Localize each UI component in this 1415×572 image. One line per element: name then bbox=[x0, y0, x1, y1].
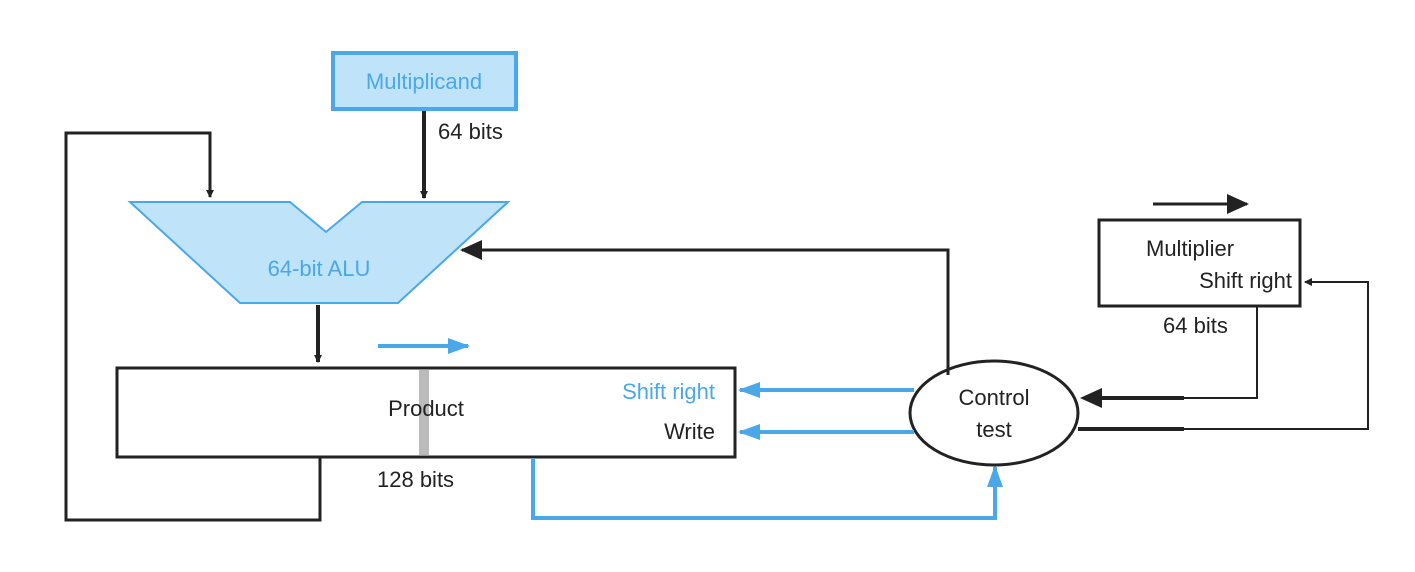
control-test bbox=[908, 359, 1080, 467]
product-feedback-loop bbox=[64, 131, 322, 522]
multiplier-width-label: 64 bits bbox=[1163, 313, 1228, 338]
multiplier-label: Multiplier bbox=[1146, 236, 1234, 261]
control-to-multiplier-arrow bbox=[1078, 278, 1369, 430]
multiplicand-register: Multiplicand bbox=[331, 51, 518, 111]
control-test-line2: test bbox=[976, 417, 1011, 442]
control-test-line1: Control bbox=[959, 385, 1030, 410]
control-to-alu-arrow bbox=[460, 240, 950, 375]
product-shift-right-label: Shift right bbox=[622, 379, 715, 404]
product-register bbox=[115, 366, 737, 459]
product-label: Product bbox=[388, 396, 464, 421]
alu-shape bbox=[127, 201, 511, 304]
product-write-label: Write bbox=[664, 419, 715, 444]
multiplicand-width-label: 64 bits bbox=[438, 119, 503, 144]
multiplier-register bbox=[1097, 218, 1302, 308]
multiplier-shift-right-label: Shift right bbox=[1199, 268, 1292, 293]
alu-label: 64-bit ALU bbox=[268, 256, 371, 281]
multiplicand-label: Multiplicand bbox=[366, 69, 482, 94]
product-width-label: 128 bits bbox=[377, 467, 454, 492]
product-to-control-arrow bbox=[531, 458, 1003, 520]
